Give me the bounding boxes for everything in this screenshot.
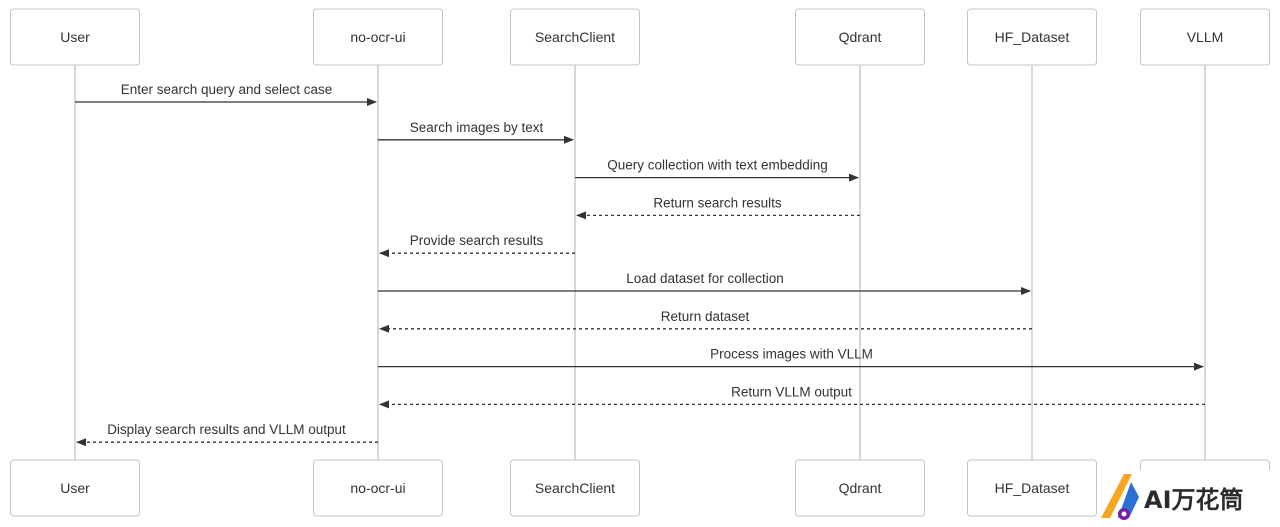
participant-box: [510, 8, 640, 66]
participant-label: HF_Dataset: [995, 480, 1070, 496]
participant-box: [313, 459, 443, 517]
messages: Enter search query and select caseSearch…: [75, 82, 1205, 447]
participant-label: HF_Dataset: [995, 29, 1070, 45]
participant-ui-top: no-ocr-ui: [313, 8, 443, 66]
participant-hf-bottom: HF_Dataset: [967, 459, 1097, 517]
message-5: Provide search results: [379, 233, 575, 258]
participants-bottom: User no-ocr-ui SearchClient Qdrant HF_Datase…: [10, 459, 1270, 517]
message-6: Load dataset for collection: [378, 271, 1031, 295]
message-4: Return search results: [576, 195, 860, 220]
watermark-emblem-icon: [1101, 474, 1139, 520]
participant-label: no-ocr-ui: [350, 480, 405, 496]
message-8: Process images with VLLM: [378, 347, 1204, 371]
message-label: Display search results and VLLM output: [107, 422, 346, 437]
message-10: Display search results and VLLM output: [76, 422, 378, 447]
message-label: Load dataset for collection: [626, 271, 784, 286]
participant-qdrant-top: Qdrant: [795, 8, 925, 66]
participant-box: [967, 8, 1097, 66]
participant-search-bottom: SearchClient: [510, 459, 640, 517]
participant-label: no-ocr-ui: [350, 29, 405, 45]
message-2: Search images by text: [378, 120, 574, 144]
participant-label: Qdrant: [839, 29, 882, 45]
watermark-logo: AI万花筒: [1100, 470, 1275, 527]
message-label: Provide search results: [410, 233, 544, 248]
participant-label: User: [60, 480, 90, 496]
participant-box: [313, 8, 443, 66]
message-label: Return VLLM output: [731, 384, 852, 399]
participant-label: SearchClient: [535, 480, 615, 496]
participant-label: VLLM: [1187, 29, 1224, 45]
participant-hf-top: HF_Dataset: [967, 8, 1097, 66]
message-label: Return dataset: [661, 309, 750, 324]
message-label: Query collection with text embedding: [607, 158, 828, 173]
participant-ui-bottom: no-ocr-ui: [313, 459, 443, 517]
message-9: Return VLLM output: [379, 384, 1205, 409]
lifelines: [74, 65, 1206, 460]
watermark-text: AI万花筒: [1144, 486, 1244, 514]
participant-vllm-top: VLLM: [1140, 8, 1270, 66]
message-label: Return search results: [653, 195, 782, 210]
participant-label: Qdrant: [839, 480, 882, 496]
participant-user-top: User: [10, 8, 140, 66]
message-label: Search images by text: [410, 120, 544, 135]
participant-search-top: SearchClient: [510, 8, 640, 66]
message-label: Process images with VLLM: [710, 347, 873, 362]
participant-box: [10, 8, 140, 66]
participant-box: [795, 8, 925, 66]
message-3: Query collection with text embedding: [575, 158, 859, 182]
message-1: Enter search query and select case: [75, 82, 377, 106]
participant-box: [1140, 8, 1270, 66]
participant-user-bottom: User: [10, 459, 140, 517]
message-7: Return dataset: [379, 309, 1032, 333]
message-label: Enter search query and select case: [121, 82, 333, 97]
participant-qdrant-bottom: Qdrant: [795, 459, 925, 517]
participant-box: [510, 459, 640, 517]
participant-box: [10, 459, 140, 517]
participants-top: User no-ocr-ui SearchClient Qdrant HF_Datase…: [10, 8, 1270, 66]
participant-box: [967, 459, 1097, 517]
participant-box: [795, 459, 925, 517]
participant-label: User: [60, 29, 90, 45]
participant-label: SearchClient: [535, 29, 615, 45]
